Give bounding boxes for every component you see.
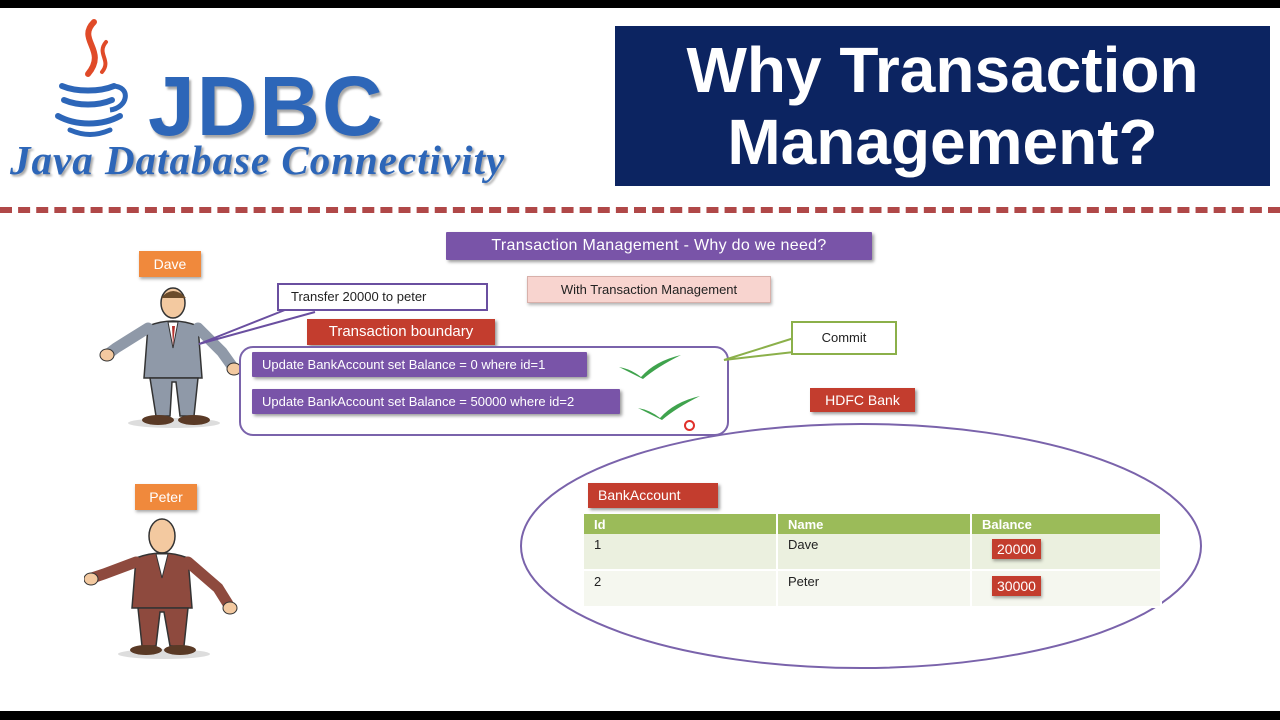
balance-chip: 20000: [992, 539, 1041, 559]
java-cup-icon: [55, 19, 128, 137]
logo-word: JDBC: [148, 59, 385, 153]
person-dave-icon: [99, 287, 242, 428]
page-title: Why Transaction Management?: [615, 26, 1270, 186]
cell-id: 1: [584, 534, 778, 571]
column-header-name: Name: [777, 514, 972, 534]
bank-account-table: Id Name Balance 1 Dave 20000 2 Peter 300…: [584, 514, 1162, 608]
bank-boundary-ellipse: [520, 423, 1202, 669]
hdfc-bank-label: HDFC Bank: [810, 388, 915, 412]
update-statement-2: Update BankAccount set Balance = 50000 w…: [252, 389, 620, 414]
table-row: 1 Dave 20000: [584, 534, 1162, 571]
slide-heading: Transaction Management - Why do we need?: [446, 232, 872, 260]
column-header-balance: Balance: [971, 514, 1162, 534]
title-line-1: Why Transaction: [686, 34, 1199, 106]
commit-callout-pointer: [723, 337, 795, 361]
peter-label: Peter: [135, 484, 197, 510]
logo-subtitle: Java Database Connectivity: [10, 137, 506, 183]
cell-name: Dave: [777, 534, 972, 571]
balance-chip: 30000: [992, 576, 1041, 596]
cursor-pointer: [684, 420, 695, 431]
bank-account-table-label: BankAccount: [588, 483, 718, 508]
dave-label: Dave: [139, 251, 201, 277]
slide: JDBC Java Database Connectivity Why Tran…: [0, 8, 1280, 711]
check-icon: [619, 355, 681, 379]
check-icon: [638, 396, 700, 420]
cell-balance: 30000: [971, 570, 1162, 608]
table-header-row: Id Name Balance: [584, 514, 1162, 534]
column-header-id: Id: [584, 514, 778, 534]
slide-subheading: With Transaction Management: [527, 276, 771, 303]
transfer-callout-pointer: [198, 305, 316, 345]
table-row: 2 Peter 30000: [584, 570, 1162, 608]
commit-callout: Commit: [791, 321, 897, 355]
transaction-boundary-label: Transaction boundary: [307, 319, 495, 345]
cell-id: 2: [584, 570, 778, 608]
transfer-callout: Transfer 20000 to peter: [277, 283, 488, 311]
header-divider: [0, 207, 1280, 213]
update-statement-1: Update BankAccount set Balance = 0 where…: [252, 352, 587, 377]
cell-balance: 20000: [971, 534, 1162, 571]
cell-name: Peter: [777, 570, 972, 608]
person-peter-icon: [84, 518, 238, 659]
title-line-2: Management?: [727, 106, 1158, 178]
